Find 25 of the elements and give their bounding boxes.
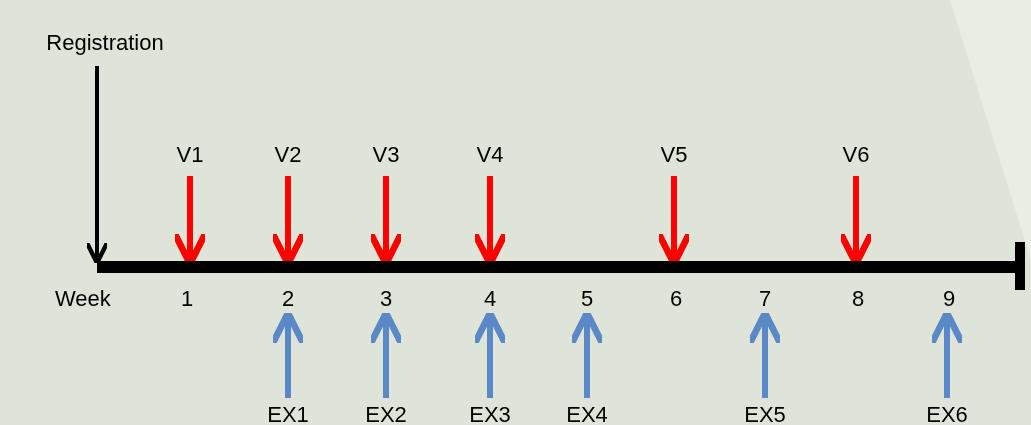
- visit-label: EX5: [744, 404, 786, 425]
- visit-label: V2: [274, 144, 302, 166]
- visit-label: EX2: [365, 404, 407, 425]
- week-number: 7: [758, 288, 772, 310]
- visit-label: EX6: [926, 404, 968, 425]
- week-number: 2: [281, 288, 295, 310]
- event-label: Registration: [46, 32, 164, 54]
- visit-label: EX1: [267, 404, 309, 425]
- week-number: 6: [669, 288, 683, 310]
- week-number: 4: [483, 288, 497, 310]
- axis-label: Week: [55, 288, 111, 310]
- visit-label: V1: [176, 144, 204, 166]
- visit-label: EX4: [566, 404, 608, 425]
- visit-label: V5: [660, 144, 688, 166]
- week-number: 5: [580, 288, 594, 310]
- week-number: 1: [180, 288, 194, 310]
- week-number: 3: [379, 288, 393, 310]
- visit-label: EX3: [469, 404, 511, 425]
- visit-label: V6: [842, 144, 870, 166]
- timeline-bar: [97, 261, 1015, 273]
- visit-label: V4: [476, 144, 504, 166]
- week-number: 9: [942, 288, 956, 310]
- arrow: [84, 66, 110, 266]
- week-number: 8: [851, 288, 865, 310]
- visit-label: V3: [372, 144, 400, 166]
